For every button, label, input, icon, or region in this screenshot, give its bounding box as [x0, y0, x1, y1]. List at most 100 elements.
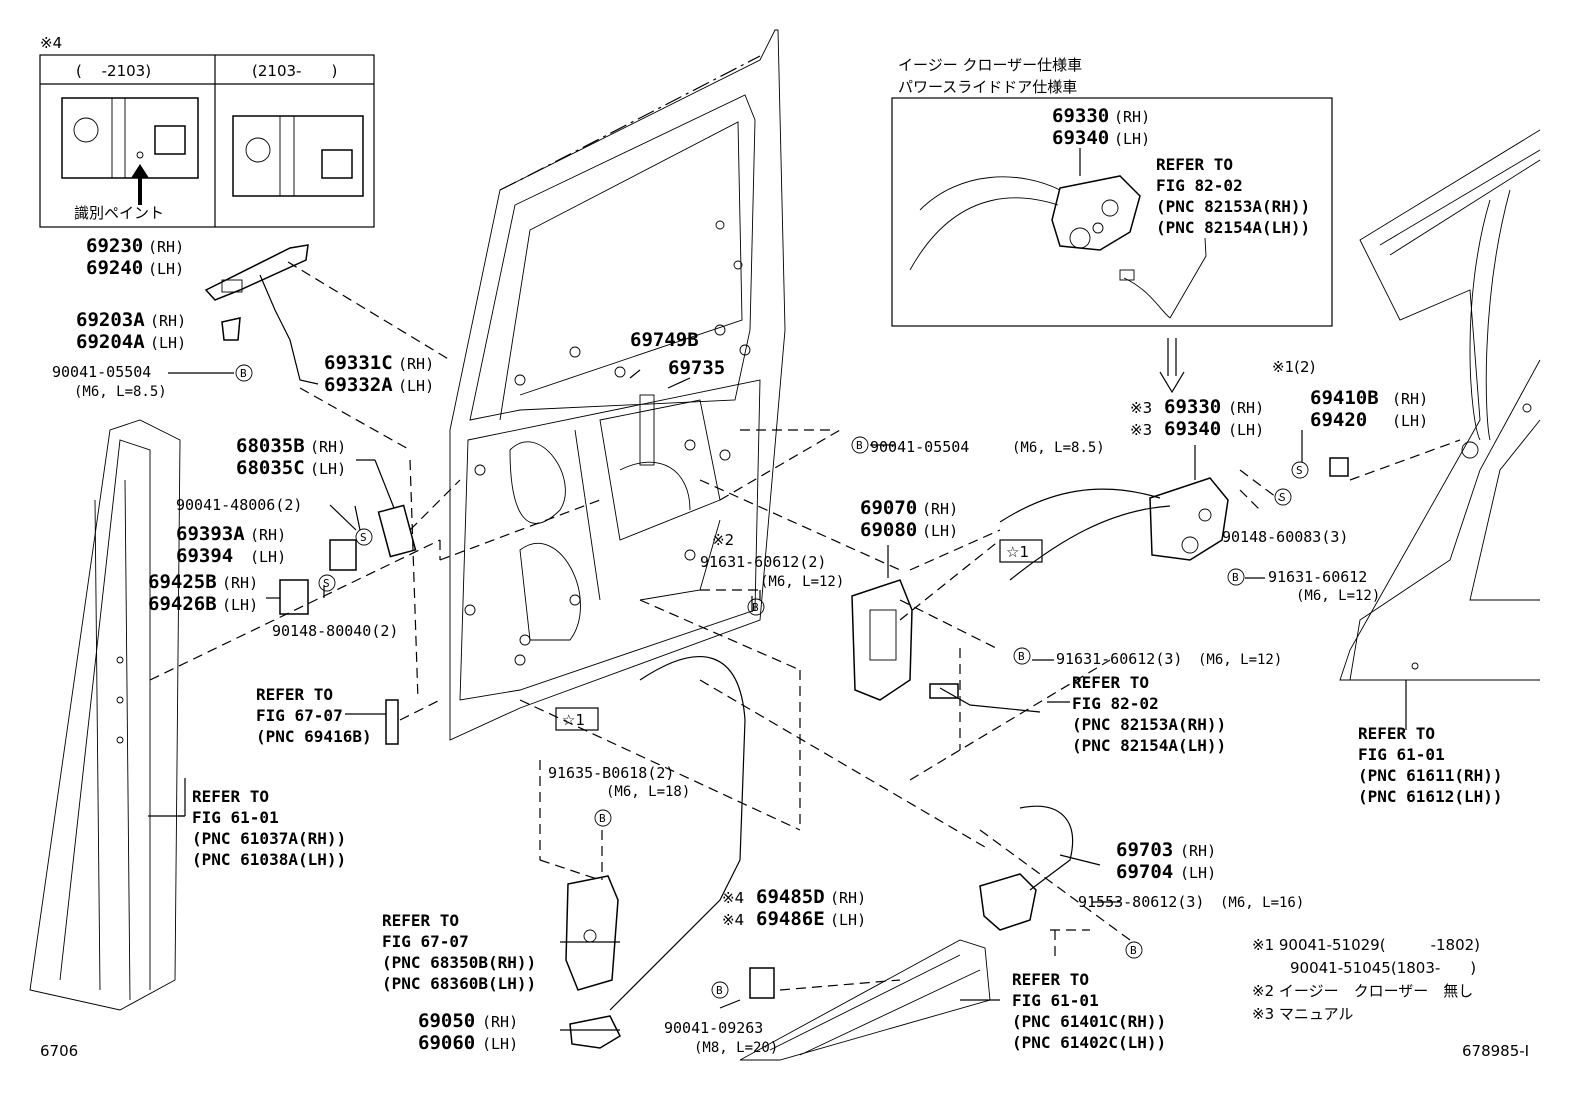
refer-61-01-r-d: (PNC 61402C(LH)) [1012, 1033, 1166, 1052]
pn-69080-side: (LH) [922, 522, 958, 540]
pn-69050: 69050 [418, 1010, 475, 1032]
rear-lower-lock-part [979, 873, 1037, 931]
box-refer-4: (PNC 82154A(LH)) [1156, 218, 1310, 237]
bracket-late-drawing [232, 115, 364, 197]
bolt-91631-60612-b-spec: (M6, L=12) [1296, 588, 1380, 604]
bolt-91553-80612: 91553-80612(3) [1078, 893, 1204, 911]
svg-text:B: B [1130, 944, 1137, 957]
bolt-91635-b0618-spec: (M6, L=18) [606, 784, 690, 800]
pn-69203a: 69203A [76, 309, 145, 331]
bracket-early-drawing [61, 97, 199, 179]
bolt-90041-05504-spec: (M6, L=8.5) [74, 384, 167, 400]
refer-61-01-a: REFER TO [192, 787, 269, 806]
mark-3a: ※3 [1130, 399, 1152, 417]
bolt-90041-05504: 90041-05504 [52, 363, 151, 381]
pad-part [329, 539, 357, 571]
pn-69060-side: (LH) [482, 1035, 518, 1053]
box-title-2: パワースライドドア仕様車 [898, 78, 1077, 96]
refer-82-02-a: REFER TO [1072, 673, 1149, 692]
svg-text:S: S [1279, 491, 1286, 504]
pn-69330: 69330 [1164, 396, 1221, 418]
leader-lines [149, 261, 1461, 991]
pn-69704: 69704 [1116, 861, 1173, 883]
pn-69425b-side: (RH) [222, 574, 258, 592]
pn-69426b-side: (LH) [222, 596, 258, 614]
pn-69230-side: (RH) [148, 238, 184, 256]
refer-61-01-c: (PNC 61037A(RH)) [192, 829, 346, 848]
inset-col-right: (2103- ) [252, 62, 337, 80]
refer-61-01-q-c: (PNC 61611(RH)) [1358, 766, 1503, 785]
pn-69420-side: (LH) [1392, 412, 1428, 430]
pn-69410b-side: (RH) [1392, 390, 1428, 408]
bolt-90148-80040: 90148-80040(2) [272, 622, 398, 640]
inset-caption: 識別ペイント [74, 204, 164, 222]
svg-text:B: B [1018, 650, 1025, 663]
bolt-90041-09263-spec: (M8, L=20) [694, 1040, 778, 1056]
pn-69703-side: (RH) [1180, 842, 1216, 860]
refer-67-07-c: (PNC 69416B) [256, 727, 372, 746]
box-refer-1: REFER TO [1156, 155, 1233, 174]
box-pn-a: 69330 [1052, 105, 1109, 127]
pn-69393a: 69393A [176, 523, 245, 545]
pn-69426b: 69426B [148, 593, 217, 615]
svg-text:S: S [360, 531, 367, 544]
rear-lock-part [1149, 477, 1229, 561]
star-mark-2: ☆1 [562, 711, 585, 729]
pn-69340: 69340 [1164, 418, 1221, 440]
refer-67-07-a: REFER TO [256, 685, 333, 704]
svg-text:B: B [856, 439, 863, 452]
pn-69340-side: (LH) [1228, 421, 1264, 439]
box-title-1: イージー クローザー仕様車 [898, 56, 1082, 74]
inset-mark: ※4 [40, 34, 62, 52]
svg-text:B: B [240, 367, 247, 380]
refer-67-07-h-a: REFER TO [382, 911, 459, 930]
stopper-part [1329, 457, 1349, 477]
retainer-part [221, 317, 241, 341]
box-pn-b-side: (LH) [1114, 130, 1150, 148]
paint-identification-inset: ※4 ( -2103) (2103- ) 識別ペイント [39, 34, 375, 228]
refer-61-01-r-c: (PNC 61401C(RH)) [1012, 1012, 1166, 1031]
identification-arrow-icon [131, 164, 149, 205]
pn-69203a-side: (RH) [150, 312, 186, 330]
refer-61-01-q-a: REFER TO [1358, 724, 1435, 743]
mark-1: ※1(2) [1272, 358, 1315, 376]
outside-handle-part [204, 244, 309, 301]
mark-4a: ※4 [722, 889, 744, 907]
lower-lock-part [569, 1015, 621, 1049]
pn-69240-side: (LH) [148, 260, 184, 278]
pn-69204a-side: (LH) [150, 334, 186, 352]
lower-rail-bracket-part [377, 504, 417, 558]
note-3: ※3 マニュアル [1252, 1005, 1353, 1023]
svg-text:B: B [599, 812, 606, 825]
pn-69749b: 69749B [630, 329, 699, 351]
note-2: ※2 イージー クローザー 無し [1252, 982, 1473, 1000]
pn-69050-side: (RH) [482, 1013, 518, 1031]
svg-text:B: B [752, 601, 759, 614]
pn-69070: 69070 [860, 497, 917, 519]
svg-text:B: B [716, 984, 723, 997]
bolt-90148-60083: 90148-60083(3) [1222, 528, 1348, 546]
pn-68035c-side: (LH) [310, 460, 346, 478]
pn-69330-side: (RH) [1228, 399, 1264, 417]
pn-69420: 69420 [1310, 409, 1367, 431]
bolt-91553-80612-spec: (M6, L=16) [1220, 895, 1304, 911]
pn-69394: 69394 [176, 545, 233, 567]
hinge-cover-part [279, 579, 309, 615]
pn-69394-side: (LH) [250, 548, 286, 566]
bolt-90041-05504-b-spec: (M6, L=8.5) [1012, 440, 1105, 456]
inset-col-left: ( -2103) [76, 62, 151, 80]
bolt-90041-48006: 90041-48006(2) [176, 496, 302, 514]
mark-4b: ※4 [722, 911, 744, 929]
pn-69080: 69080 [860, 519, 917, 541]
refer-61-01-d: (PNC 61038A(LH)) [192, 850, 346, 869]
footnotes: ※1 90041-51029( -1802) 90041-51045(1803-… [1252, 936, 1480, 1023]
refer-67-07-b: FIG 67-07 [256, 706, 343, 725]
box-refer-3: (PNC 82153A(RH)) [1156, 197, 1310, 216]
pn-69486e: 69486E [756, 908, 825, 930]
rail-part [749, 967, 775, 999]
pn-69425b: 69425B [148, 571, 217, 593]
refer-61-01-r-b: FIG 61-01 [1012, 991, 1099, 1010]
box-lock-drawing [1051, 175, 1141, 251]
refer-82-02-d: (PNC 82154A(LH)) [1072, 736, 1226, 755]
